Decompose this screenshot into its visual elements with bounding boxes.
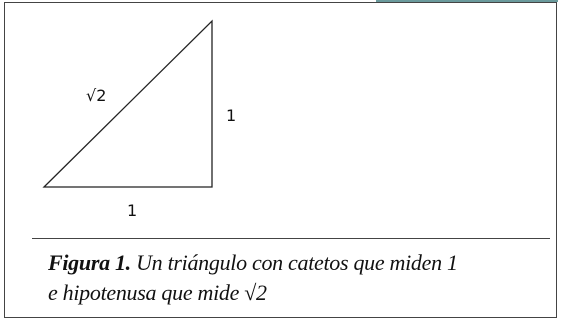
vertical-leg-label: 1 (226, 106, 236, 125)
right-triangle (42, 19, 213, 188)
caption-lead: Figura 1. (48, 250, 131, 275)
figure-caption: Figura 1. Un triángulo con catetos que m… (48, 248, 548, 308)
hypotenuse-label: √2 (86, 86, 106, 105)
caption-line-1: Figura 1. Un triángulo con catetos que m… (48, 248, 548, 278)
top-accent-line (376, 0, 558, 2)
caption-line1-text: Un triángulo con catetos que miden 1 (130, 250, 458, 275)
horizontal-leg-label: 1 (127, 201, 137, 220)
figure-frame (4, 2, 557, 318)
caption-divider (32, 238, 550, 239)
caption-line-2: e hipotenusa que mide √2 (48, 280, 267, 305)
